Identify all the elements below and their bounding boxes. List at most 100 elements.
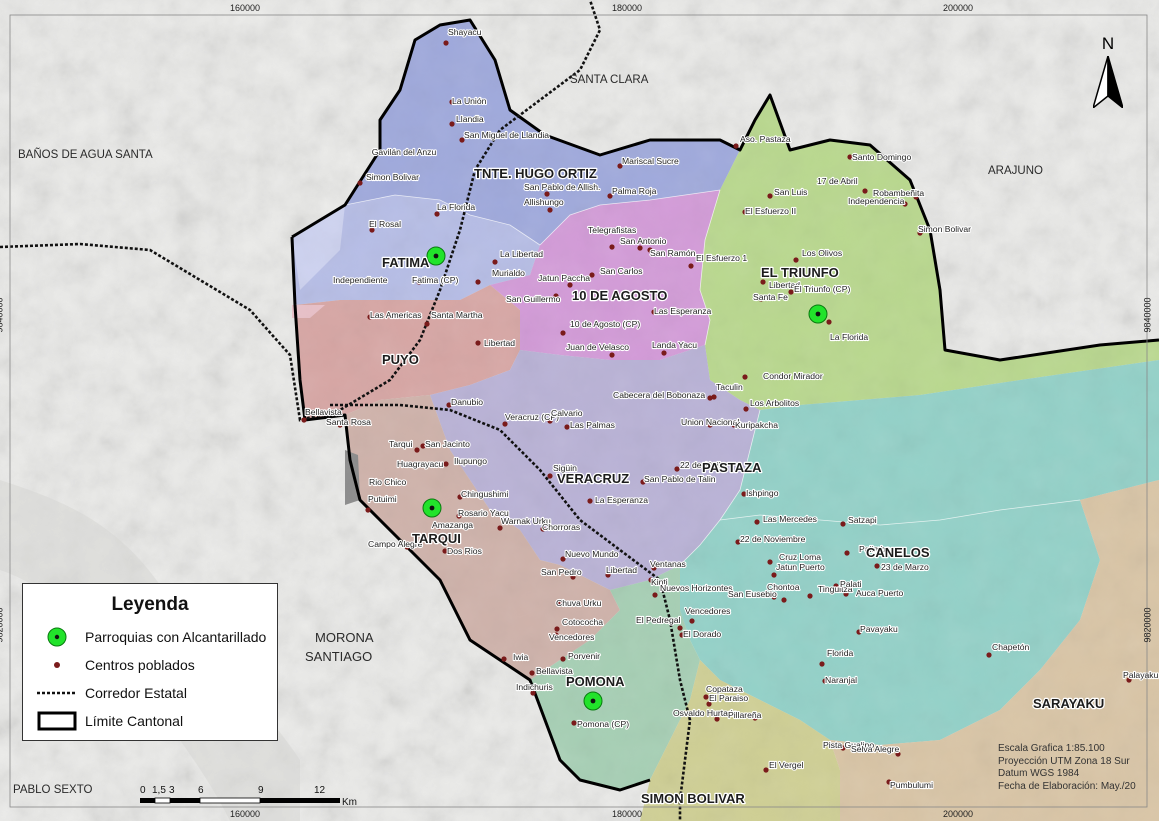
- populated-center-dot-san-carlos-20[interactable]: [589, 272, 595, 278]
- populated-center-dot-santo-domingo-24[interactable]: [847, 154, 853, 160]
- populated-center-dot-rosario-yacu-65[interactable]: [456, 513, 462, 519]
- populated-center-dot-simon-bolivar-30[interactable]: [917, 230, 923, 236]
- populated-center-dot-putuimi-63[interactable]: [365, 507, 371, 513]
- populated-center-dot-22-de-noviembre-75[interactable]: [735, 539, 741, 545]
- populated-center-dot-florida-101[interactable]: [819, 661, 825, 667]
- populated-center-dot-libertad-32[interactable]: [760, 279, 766, 285]
- populated-center-dot-las-mercedes-71[interactable]: [754, 519, 760, 525]
- populated-center-dot-siguin-60[interactable]: [547, 473, 553, 479]
- populated-center-dot-la-esperanza-66[interactable]: [587, 498, 593, 504]
- populated-center-dot-las-palmas-50[interactable]: [564, 424, 570, 430]
- populated-center-dot-santa-rosa-54[interactable]: [337, 422, 343, 428]
- sewerage-marker-fatima[interactable]: [426, 246, 446, 266]
- populated-center-dot-murialdo-18[interactable]: [475, 279, 481, 285]
- populated-center-dot-los-arbolitos-46[interactable]: [743, 406, 749, 412]
- populated-center-dot-nuevos-horizontes-85[interactable]: [652, 592, 658, 598]
- populated-center-dot-23-de-marzo-79[interactable]: [874, 563, 880, 569]
- populated-center-dot-jatun-puerto-78[interactable]: [771, 572, 777, 578]
- populated-center-dot-naranjal-105[interactable]: [822, 678, 828, 684]
- populated-center-dot-auca-puerto-89[interactable]: [843, 591, 849, 597]
- populated-center-dot-el-rosal-11[interactable]: [369, 227, 375, 233]
- populated-center-dot-san-pablo-de-allish-7[interactable]: [544, 191, 550, 197]
- populated-center-dot-union-nacional-51[interactable]: [707, 422, 713, 428]
- populated-center-dot-rio-chico-59[interactable]: [375, 480, 381, 486]
- populated-center-dot-las-americas-38[interactable]: [367, 314, 373, 320]
- populated-center-dot-chorroras-70[interactable]: [540, 526, 546, 532]
- populated-center-dot-las-esperanza-36[interactable]: [651, 309, 657, 315]
- populated-center-dot-amazanga-68[interactable]: [436, 524, 442, 530]
- populated-center-dot-juan-de-velasco-41[interactable]: [609, 352, 615, 358]
- populated-center-dot-chapeton-102[interactable]: [986, 652, 992, 658]
- populated-center-dot-ishpingo-67[interactable]: [741, 491, 747, 497]
- populated-center-dot-veracruz-cp-48[interactable]: [502, 421, 508, 427]
- populated-center-dot-san-pablo-de-talin-62[interactable]: [640, 479, 646, 485]
- populated-center-dot-cotococha-92[interactable]: [554, 626, 560, 632]
- populated-center-dot-el-esfuerzo-1-22[interactable]: [688, 263, 694, 269]
- populated-center-dot-campo-alegre-73[interactable]: [404, 544, 410, 550]
- populated-center-dot-san-antonio-14[interactable]: [609, 244, 615, 250]
- populated-center-dot-condor-mirador-43[interactable]: [742, 374, 748, 380]
- populated-center-dot-la-florida-10[interactable]: [434, 211, 440, 217]
- populated-center-dot-independencia-29[interactable]: [902, 201, 908, 207]
- populated-center-dot-bellavista-100[interactable]: [529, 670, 535, 676]
- populated-center-dot-allishungo-9[interactable]: [547, 207, 553, 213]
- populated-center-dot-satzapi-72[interactable]: [840, 521, 846, 527]
- populated-center-dot-vencedores-94[interactable]: [677, 625, 683, 631]
- populated-center-dot-pista-gualino-110[interactable]: [840, 745, 846, 751]
- populated-center-dot-porvenir-98[interactable]: [560, 656, 566, 662]
- populated-center-dot-chingushimi-64[interactable]: [457, 494, 463, 500]
- populated-center-dot-el-triunfo-cp-33[interactable]: [788, 289, 794, 295]
- populated-center-dot-fatima-cp-17[interactable]: [416, 279, 422, 285]
- populated-center-dot-nuevo-mundo-80[interactable]: [560, 556, 566, 562]
- populated-center-dot-danubio-47[interactable]: [446, 402, 452, 408]
- populated-center-dot-huagrayacu-57[interactable]: [429, 462, 435, 468]
- populated-center-dot-robambenita-27[interactable]: [913, 194, 919, 200]
- populated-center-dot-selva-alegre-111[interactable]: [895, 751, 901, 757]
- populated-center-dot-ventanas-81[interactable]: [651, 565, 657, 571]
- populated-center-dot-bellavista-53[interactable]: [301, 417, 307, 423]
- populated-center-dot-palati-88[interactable]: [833, 583, 839, 589]
- populated-center-dot-palayaku-114[interactable]: [1126, 677, 1132, 683]
- populated-center-dot-san-jacinto-56[interactable]: [420, 443, 426, 449]
- populated-center-dot-san-ramon-13[interactable]: [647, 247, 653, 253]
- populated-center-dot-dos-rios-74[interactable]: [442, 548, 448, 554]
- populated-center-dot-san-guillermo-21[interactable]: [553, 293, 559, 299]
- populated-center-dot-los-olivos-31[interactable]: [793, 257, 799, 263]
- populated-center-dot-tarqui-55[interactable]: [414, 447, 420, 453]
- populated-center-dot-simon-bolivar-5[interactable]: [357, 180, 363, 186]
- populated-center-dot-indichuris-106[interactable]: [530, 690, 536, 696]
- populated-center-dot-santa-fe-34[interactable]: [758, 296, 764, 302]
- populated-center-dot-san-eusebio-90[interactable]: [781, 597, 787, 603]
- populated-center-dot-landa-yacu-42[interactable]: [661, 350, 667, 356]
- populated-center-dot-la-union-1[interactable]: [449, 99, 455, 105]
- populated-center-dot-kinti-84[interactable]: [648, 577, 654, 583]
- populated-center-dot-pillarena-108[interactable]: [714, 716, 720, 722]
- populated-center-dot-pomona-cp-109[interactable]: [571, 720, 577, 726]
- populated-center-dot-mariscal-sucre-6[interactable]: [617, 163, 623, 169]
- populated-center-dot-vencedores-93[interactable]: [553, 632, 559, 638]
- populated-center-dot-palma-roja-8[interactable]: [607, 193, 613, 199]
- populated-center-dot-cabecera-del-bobonaza-45[interactable]: [707, 395, 713, 401]
- populated-center-dot-santa-martha-39[interactable]: [424, 321, 430, 327]
- sewerage-marker-tarqui[interactable]: [422, 498, 442, 518]
- populated-center-dot-10-de-agosto-cp-37[interactable]: [560, 330, 566, 336]
- populated-center-dot-kuripakcha-52[interactable]: [731, 422, 737, 428]
- populated-center-dot-pavayaku-97[interactable]: [856, 629, 862, 635]
- populated-center-dot-jatun-paccha-19[interactable]: [567, 282, 573, 288]
- populated-center-dot-el-dorado-96[interactable]: [679, 632, 685, 638]
- populated-center-dot-calvario-49[interactable]: [547, 418, 553, 424]
- populated-center-dot-aso-pastaza-23[interactable]: [733, 143, 739, 149]
- populated-center-dot-iwia-99[interactable]: [501, 656, 507, 662]
- populated-center-dot-la-libertad-15[interactable]: [492, 259, 498, 265]
- populated-center-dot-gavilan-del-anzu-4[interactable]: [407, 149, 413, 155]
- populated-center-dot-17-de-abril-25[interactable]: [862, 188, 868, 194]
- populated-center-dot-el-esfuerzo-ii-28[interactable]: [742, 209, 748, 215]
- populated-center-dot-el-pedregal-95[interactable]: [689, 618, 695, 624]
- populated-center-dot-22-de-abril-61[interactable]: [674, 466, 680, 472]
- populated-center-dot-libertad-82[interactable]: [605, 572, 611, 578]
- populated-center-dot-independiente-16[interactable]: [364, 278, 370, 284]
- populated-center-dot-el-paraiso-104[interactable]: [706, 701, 712, 707]
- populated-center-dot-telegrafistas-12[interactable]: [637, 245, 643, 251]
- populated-center-dot-chuva-urku-91[interactable]: [557, 601, 563, 607]
